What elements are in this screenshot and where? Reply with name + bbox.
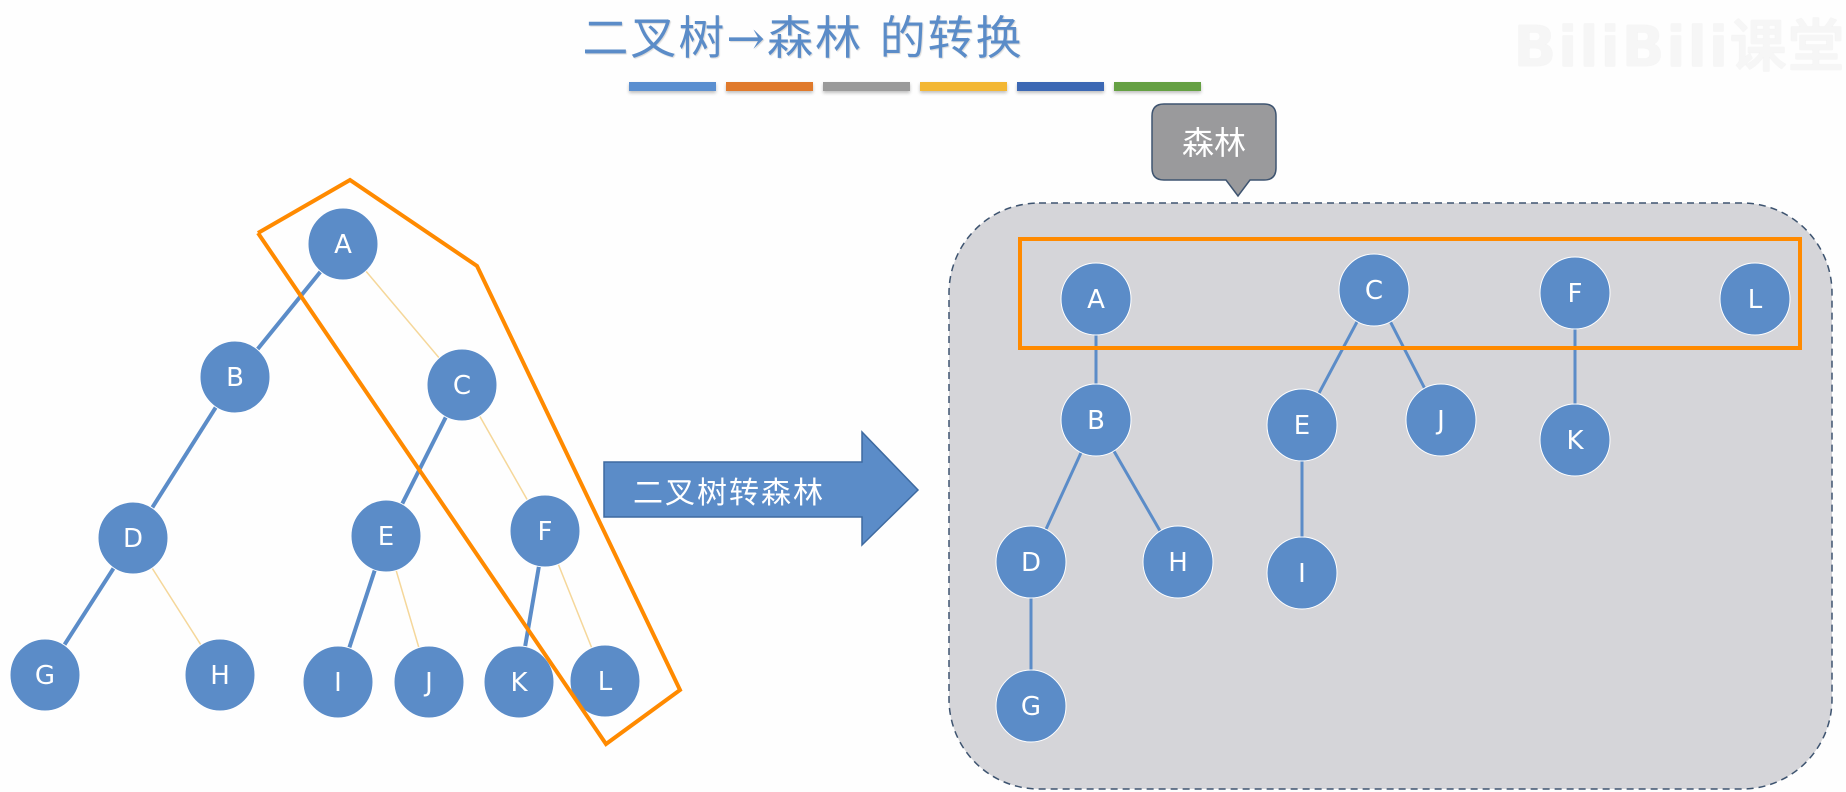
color-bar-5 <box>1017 82 1104 91</box>
bt-node-B: B <box>199 340 271 414</box>
bt-node-F: F <box>509 494 581 568</box>
forest-node-label: D <box>1021 548 1041 578</box>
bt-node-label: G <box>35 661 55 691</box>
bt-node-circle <box>350 499 422 573</box>
bt-node-circle <box>569 644 641 718</box>
bt-node-C: C <box>426 348 498 422</box>
bt-node-J: J <box>393 645 465 719</box>
forest-callout-bubble <box>1151 103 1277 198</box>
arrow-label: 二叉树转森林 <box>633 476 825 511</box>
forest-node-I: I <box>1266 536 1338 610</box>
forest-node-circle <box>1266 536 1338 610</box>
forest-node-E: E <box>1266 388 1338 462</box>
forest-node-label: B <box>1087 406 1105 436</box>
bt-node-label: I <box>334 668 342 698</box>
forest-node-circle <box>1060 262 1132 336</box>
forest-node-circle <box>1539 403 1611 477</box>
forest-node-label: J <box>1435 406 1445 436</box>
forest-node-F: F <box>1539 256 1611 330</box>
highlight-forest-roots <box>1018 237 1802 350</box>
bt-node-L: L <box>569 644 641 718</box>
bt-node-circle <box>199 340 271 414</box>
bt-node-label: K <box>510 668 528 698</box>
forest-node-circle <box>1142 525 1214 599</box>
forest-node-circle <box>1338 253 1410 327</box>
color-bar-6 <box>1114 82 1201 91</box>
callout-label: 森林 <box>1181 124 1246 162</box>
transform-arrow <box>603 430 920 547</box>
color-bar-4 <box>920 82 1007 91</box>
highlight-right-chain <box>256 177 683 747</box>
bt-node-label: H <box>210 661 230 691</box>
forest-node-circle <box>995 525 1067 599</box>
forest-node-H: H <box>1142 525 1214 599</box>
forest-node-label: F <box>1568 279 1583 309</box>
page-title: 二叉树→森林 的转换 <box>582 11 1024 65</box>
forest-node-circle <box>1405 383 1477 457</box>
forest-node-circle <box>1719 262 1791 336</box>
forest-node-J: J <box>1405 383 1477 457</box>
forest-node-label: C <box>1365 276 1383 306</box>
forest-node-label: A <box>1087 285 1105 315</box>
bt-node-label: F <box>538 517 553 547</box>
forest-node-circle <box>1266 388 1338 462</box>
bt-node-circle <box>97 501 169 575</box>
bt-node-circle <box>483 645 555 719</box>
bt-node-A: A <box>307 207 379 281</box>
bt-node-K: K <box>483 645 555 719</box>
forest-node-circle <box>995 669 1067 743</box>
forest-node-D: D <box>995 525 1067 599</box>
bt-node-label: B <box>226 363 244 393</box>
bt-node-label: L <box>598 667 613 697</box>
bt-node-D: D <box>97 501 169 575</box>
bt-node-label: E <box>378 522 394 552</box>
bt-node-H: H <box>184 638 256 712</box>
forest-node-K: K <box>1539 403 1611 477</box>
bt-node-I: I <box>302 645 374 719</box>
bt-node-circle <box>307 207 379 281</box>
bt-node-label: A <box>334 230 352 260</box>
forest-node-C: C <box>1338 253 1410 327</box>
bt-node-label: C <box>453 371 471 401</box>
bt-node-G: G <box>9 638 81 712</box>
forest-node-G: G <box>995 669 1067 743</box>
forest-node-label: H <box>1168 548 1188 578</box>
forest-node-circle <box>1060 383 1132 457</box>
bt-node-circle <box>509 494 581 568</box>
forest-node-circle <box>1539 256 1611 330</box>
forest-node-label: G <box>1021 692 1041 722</box>
bt-node-circle <box>426 348 498 422</box>
bt-node-label: J <box>423 668 433 698</box>
bt-node-circle <box>184 638 256 712</box>
bt-node-circle <box>302 645 374 719</box>
color-bar-strip <box>629 82 1201 91</box>
bt-node-circle <box>9 638 81 712</box>
forest-node-A: A <box>1060 262 1132 336</box>
watermark-logo: BiliBili课堂 <box>1513 15 1846 80</box>
forest-node-label: L <box>1748 285 1763 315</box>
forest-node-label: E <box>1294 411 1310 441</box>
color-bar-3 <box>823 82 910 91</box>
forest-node-label: K <box>1566 426 1584 456</box>
forest-node-label: I <box>1298 559 1306 589</box>
forest-node-B: B <box>1060 383 1132 457</box>
bt-node-circle <box>393 645 465 719</box>
bt-node-label: D <box>123 524 143 554</box>
color-bar-1 <box>629 82 716 91</box>
color-bar-2 <box>726 82 813 91</box>
forest-node-L: L <box>1719 262 1791 336</box>
bt-node-E: E <box>350 499 422 573</box>
